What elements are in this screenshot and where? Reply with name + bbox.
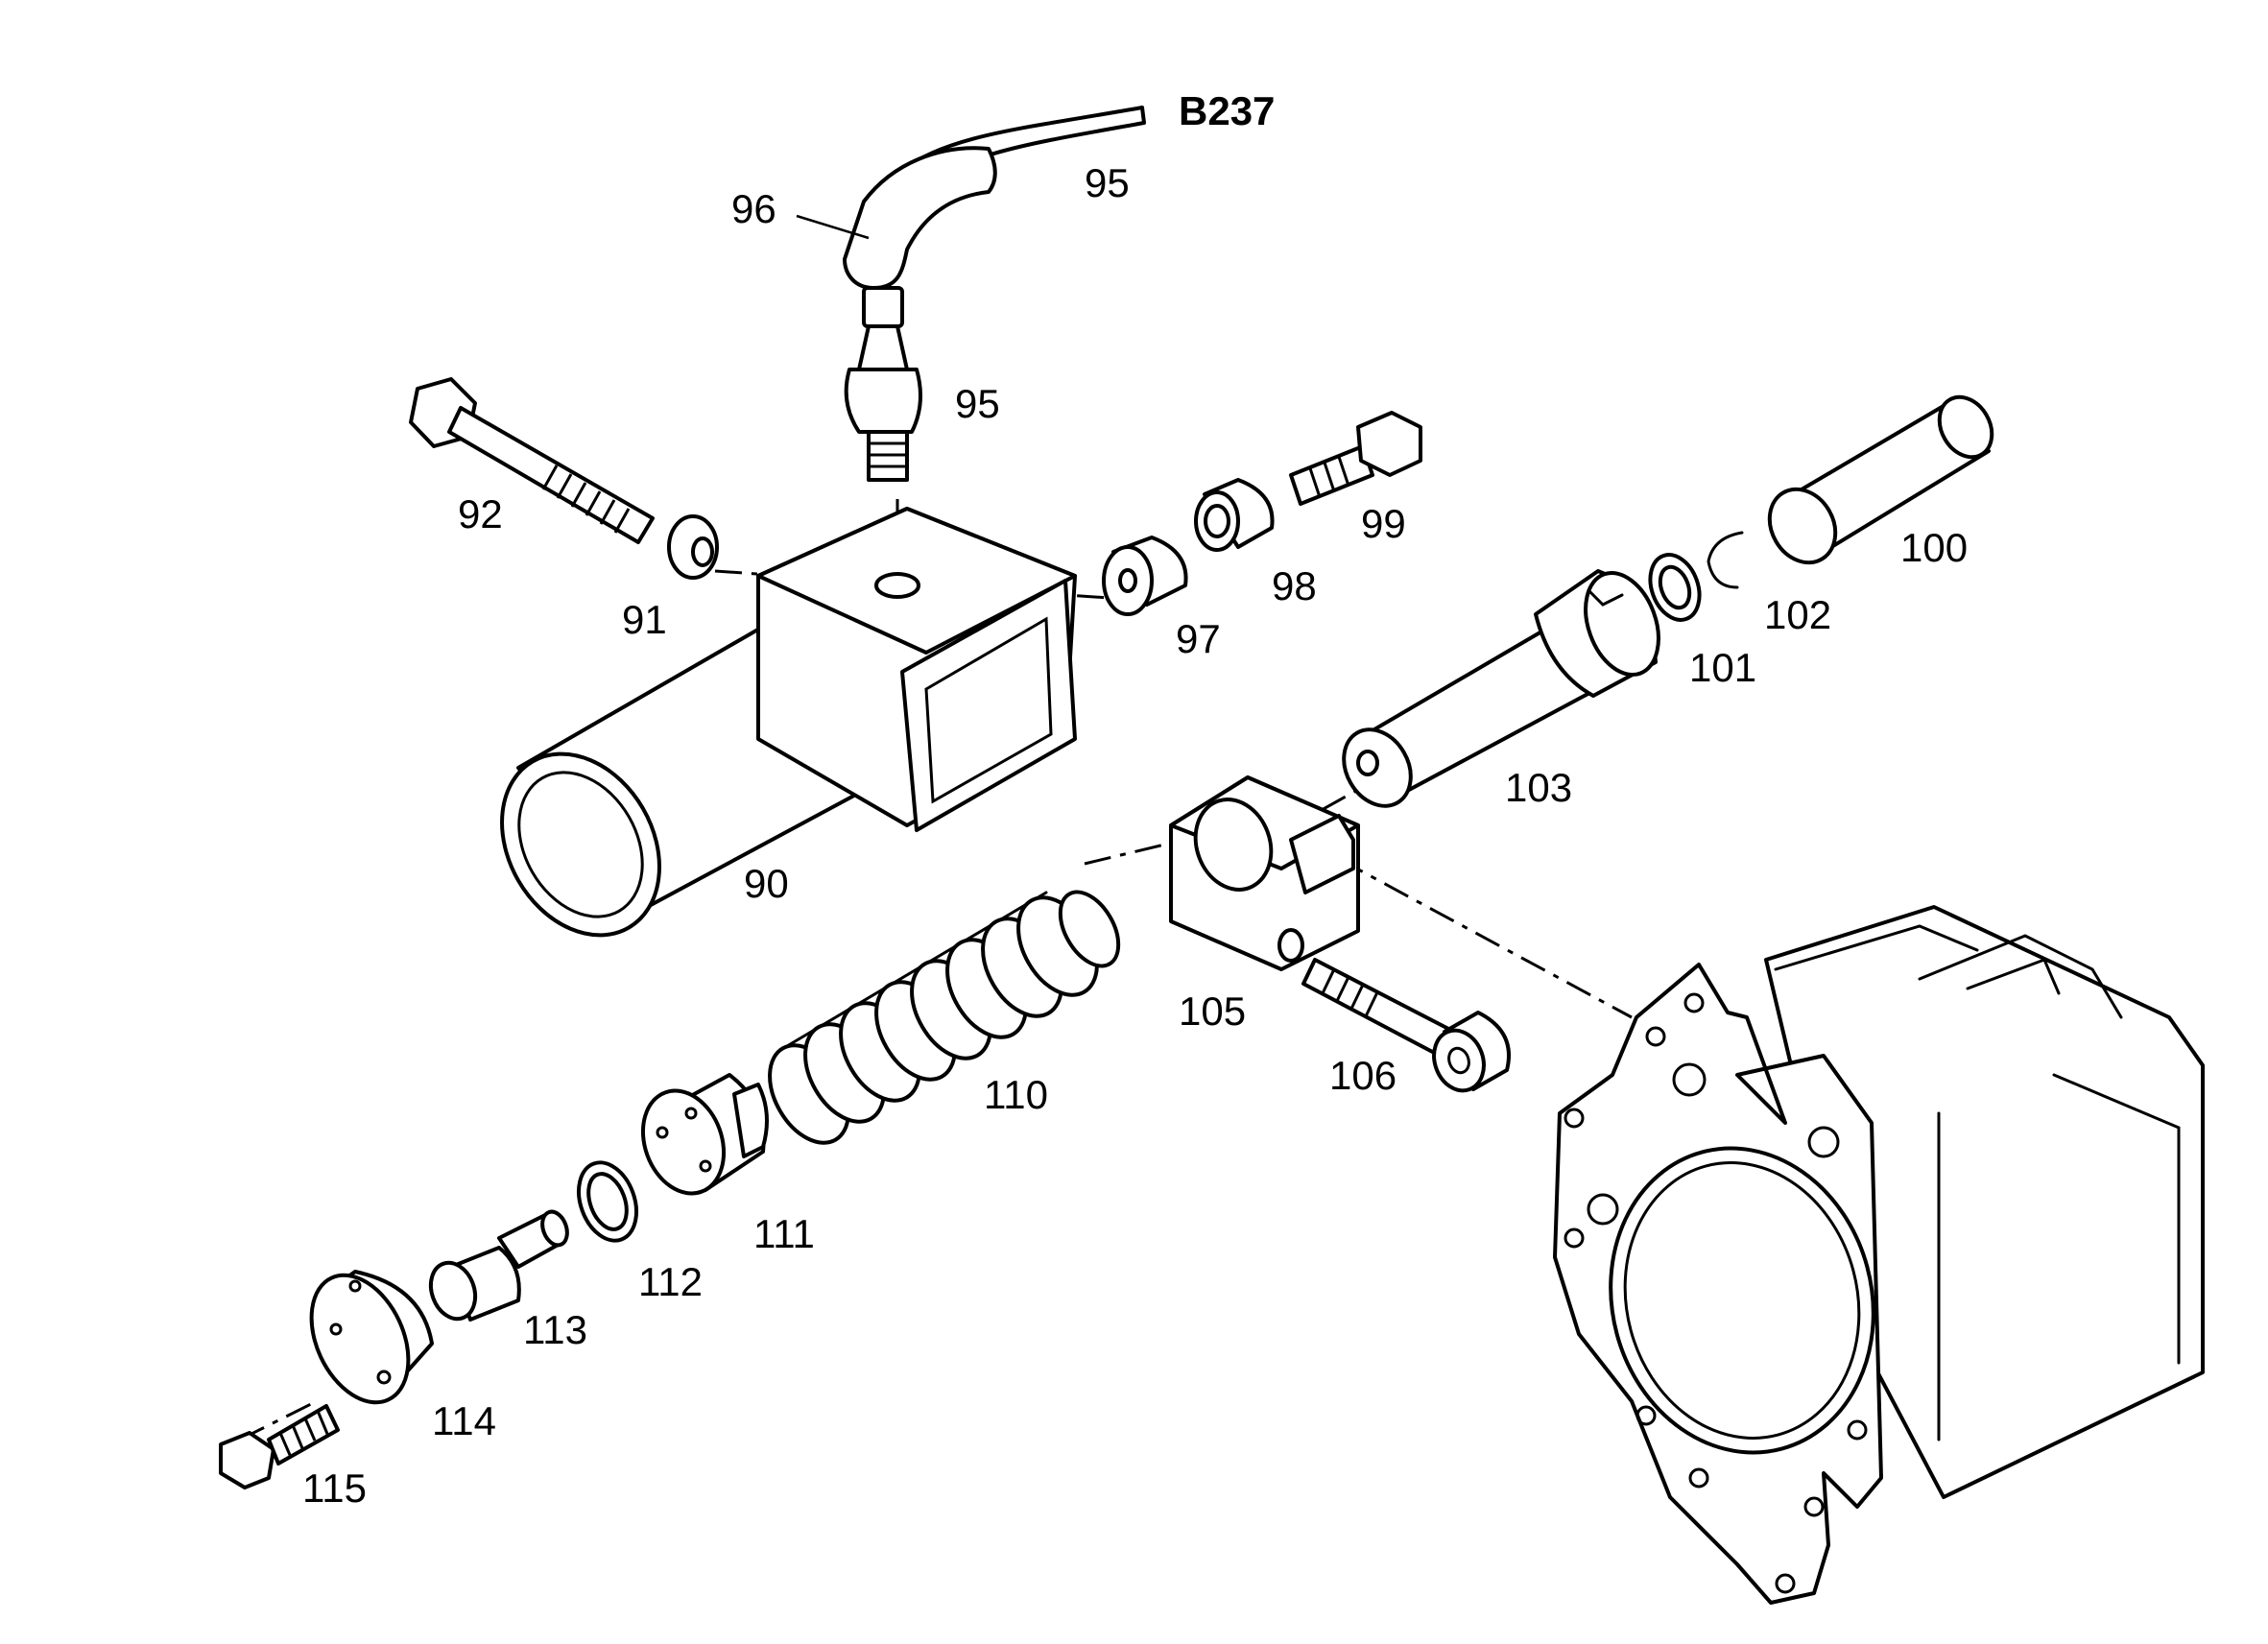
label-92: 92 — [458, 491, 503, 536]
label-95-sensor: 95 — [955, 381, 1000, 426]
label-90: 90 — [744, 861, 789, 906]
label-112: 112 — [638, 1259, 703, 1304]
plunger-103: 103 — [1342, 569, 1660, 810]
pin-100: 100 — [1767, 394, 1994, 570]
label-100: 100 — [1900, 525, 1968, 570]
label-113: 113 — [523, 1307, 587, 1352]
screw-106: 106 — [1301, 958, 1511, 1098]
transmission-housing — [1553, 905, 2205, 1605]
label-101: 101 — [1689, 645, 1756, 690]
washer-91: 91 — [622, 514, 719, 642]
label-102: 102 — [1764, 592, 1831, 637]
spring-110: 110 — [768, 890, 1121, 1145]
pin-113: 113 — [428, 1209, 587, 1352]
bolt-92: 92 — [409, 377, 655, 544]
seal-112: 112 — [577, 1160, 703, 1304]
label-110: 110 — [984, 1072, 1048, 1117]
bushing-98: 98 — [1194, 478, 1317, 608]
label-97: 97 — [1176, 616, 1221, 661]
bolt-99: 99 — [1289, 411, 1422, 546]
cable-assembly: B237 95 96 — [731, 88, 1275, 328]
spacer-97: 97 — [1102, 536, 1221, 661]
seal-ring-101: 101 — [1648, 553, 1756, 690]
label-98: 98 — [1272, 563, 1317, 608]
label-111: 111 — [753, 1211, 815, 1256]
screw-115: 115 — [219, 1404, 367, 1511]
housing-90: 90 — [500, 507, 1077, 938]
snap-ring-102: 102 — [1707, 531, 1831, 637]
label-103: 103 — [1505, 765, 1572, 810]
label-91: 91 — [622, 597, 667, 642]
spring-seat-111: 111 — [640, 1073, 815, 1256]
sensor-95: 95 — [844, 324, 1000, 482]
label-105: 105 — [1179, 989, 1246, 1034]
label-96: 96 — [731, 186, 776, 231]
label-106: 106 — [1329, 1053, 1397, 1098]
label-95-cable: 95 — [1085, 160, 1130, 205]
clamp-105: 105 — [1169, 775, 1360, 1034]
connector-label: B237 — [1179, 88, 1275, 133]
label-99: 99 — [1361, 501, 1406, 546]
cover-114: 114 — [309, 1270, 496, 1443]
label-114: 114 — [432, 1398, 496, 1443]
label-115: 115 — [302, 1465, 367, 1511]
